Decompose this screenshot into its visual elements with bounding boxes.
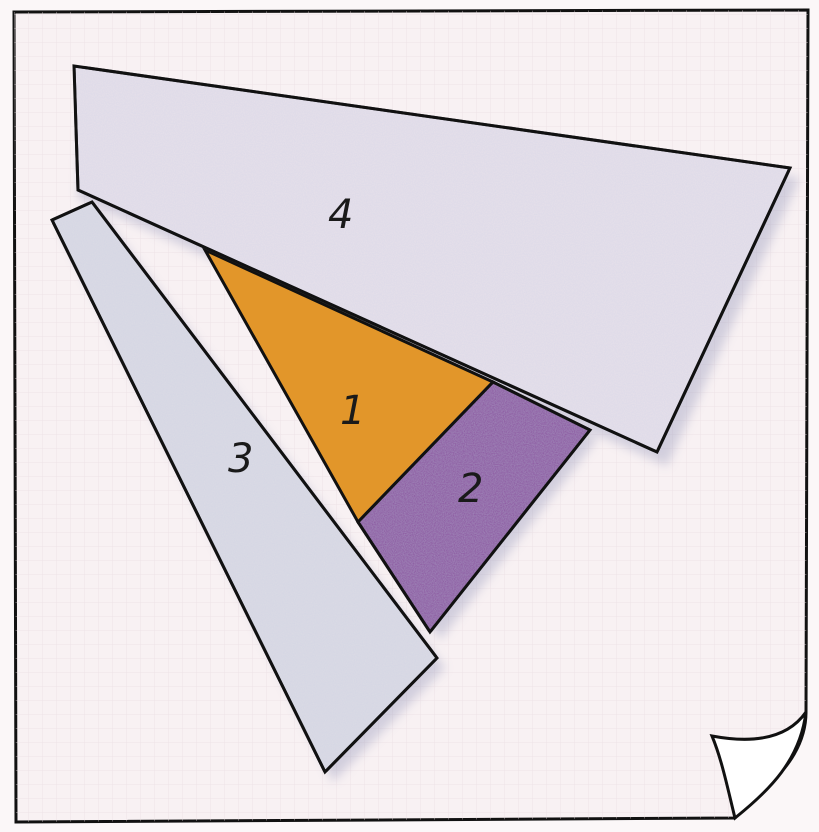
piece-2-label: 2 (458, 466, 483, 512)
piece-3-label: 3 (228, 436, 253, 482)
piece-1-label: 1 (340, 388, 365, 434)
piece-4-label: 4 (328, 192, 353, 238)
